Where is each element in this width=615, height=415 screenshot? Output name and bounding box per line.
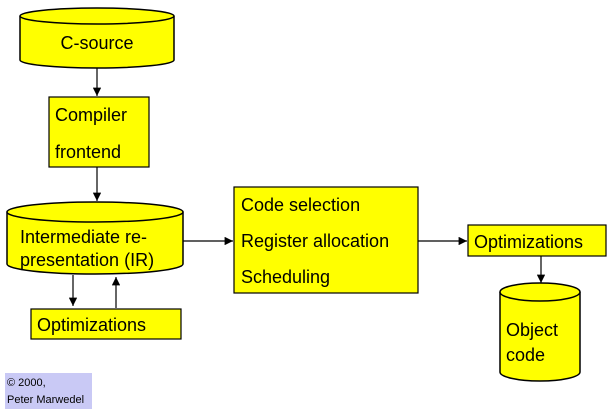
ir-line2: presentation (IR) xyxy=(20,250,154,270)
c-source-node: C-source xyxy=(19,7,175,69)
backend-line3: Scheduling xyxy=(241,267,330,287)
compiler-frontend-line1: Compiler xyxy=(55,105,127,125)
copyright-box: © 2000, Peter Marwedel xyxy=(5,373,92,409)
compiler-frontend-line2: frontend xyxy=(55,142,121,162)
object-code-line1: Object xyxy=(506,320,558,340)
c-source-label: C-source xyxy=(60,33,133,53)
object-code-line2: code xyxy=(506,345,545,365)
compiler-frontend-node: Compiler frontend xyxy=(48,96,150,168)
ir-node: Intermediate re- presentation (IR) xyxy=(6,201,184,275)
optimizations-right-node: Optimizations xyxy=(467,224,607,257)
copyright-year: © 2000, xyxy=(7,377,46,389)
object-code-node: Object code xyxy=(499,282,581,382)
copyright-author: Peter Marwedel xyxy=(7,394,84,406)
ir-line1: Intermediate re- xyxy=(20,227,147,247)
optimizations-left-node: Optimizations xyxy=(30,308,182,340)
optimizations-right-label: Optimizations xyxy=(474,232,583,252)
backend-line2: Register allocation xyxy=(241,231,389,251)
optimizations-left-label: Optimizations xyxy=(37,315,146,335)
backend-node: Code selection Register allocation Sched… xyxy=(233,186,419,294)
backend-line1: Code selection xyxy=(241,195,360,215)
